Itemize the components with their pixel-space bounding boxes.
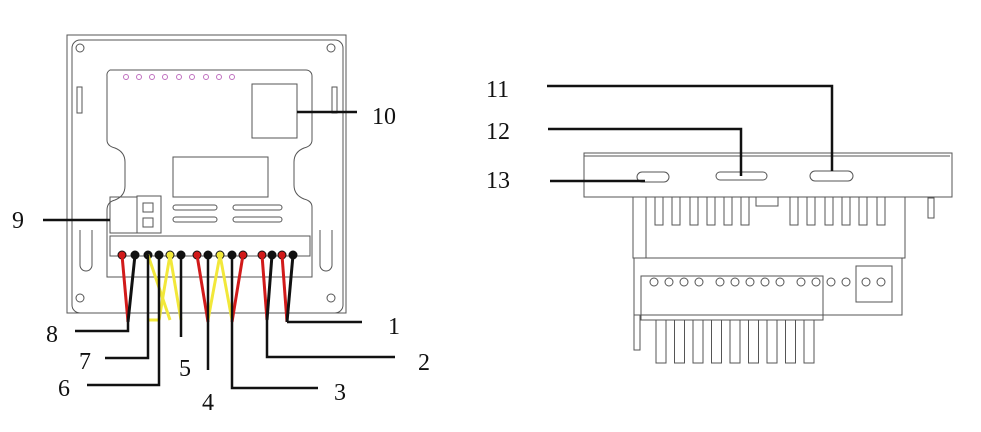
center-window — [172, 156, 269, 198]
fin — [766, 319, 778, 364]
fin — [671, 196, 681, 226]
slot-13 — [636, 171, 670, 183]
pcb-outline — [106, 69, 313, 278]
label-2: 2 — [418, 350, 430, 376]
terminal-screw — [745, 277, 755, 287]
component-10 — [251, 83, 298, 139]
terminal-screw — [664, 277, 674, 287]
label-9: 9 — [12, 208, 24, 234]
label-12: 12 — [486, 119, 510, 145]
terminal-screw — [796, 277, 806, 287]
terminal-screw — [679, 277, 689, 287]
fin — [803, 319, 815, 364]
fin — [654, 196, 664, 226]
terminal-screw — [841, 277, 851, 287]
thermostat-side-view: 11 12 13 — [486, 77, 953, 364]
terminal-screw — [760, 277, 770, 287]
leader-lines-side — [547, 84, 834, 183]
front-plate — [583, 152, 953, 198]
fin — [689, 196, 699, 226]
outer-frame — [66, 34, 347, 314]
label-7: 7 — [79, 349, 91, 375]
label-4: 4 — [202, 390, 214, 416]
fin — [858, 196, 868, 226]
terminal-screw — [649, 277, 659, 287]
led-row — [123, 74, 235, 80]
label-6: 6 — [58, 376, 70, 402]
fin — [692, 319, 704, 364]
fin — [711, 319, 722, 364]
label-5: 5 — [179, 356, 191, 382]
leader-lines — [43, 110, 395, 390]
terminal-screw — [730, 277, 740, 287]
terminal-screw — [775, 277, 785, 287]
label-11: 11 — [486, 77, 509, 103]
terminal-housing — [633, 257, 903, 316]
fin — [740, 196, 750, 226]
fin — [723, 196, 733, 226]
label-1: 1 — [388, 314, 400, 340]
terminal-pins — [117, 250, 298, 260]
fin — [841, 196, 851, 226]
fin — [729, 319, 741, 364]
fin — [789, 196, 799, 226]
label-13: 13 — [486, 168, 510, 194]
label-3: 3 — [334, 380, 346, 406]
fin — [824, 196, 834, 226]
label-10: 10 — [372, 104, 396, 130]
fin — [876, 196, 886, 226]
fin — [785, 319, 796, 364]
terminal-screw — [826, 277, 836, 287]
terminal-screw — [811, 277, 821, 287]
fin — [806, 196, 816, 226]
terminal-screw — [715, 277, 725, 287]
fin — [706, 196, 716, 226]
thermostat-back-view: 1 2 3 4 5 6 7 8 9 10 — [12, 34, 430, 416]
terminal-screw — [694, 277, 704, 287]
label-8: 8 — [46, 322, 58, 348]
fin — [655, 319, 667, 364]
slot-11 — [809, 170, 854, 182]
fin — [674, 319, 685, 364]
terminal-screw — [861, 277, 871, 287]
terminal-screw — [876, 277, 886, 287]
fin — [748, 319, 759, 364]
connector-9 — [109, 196, 138, 234]
